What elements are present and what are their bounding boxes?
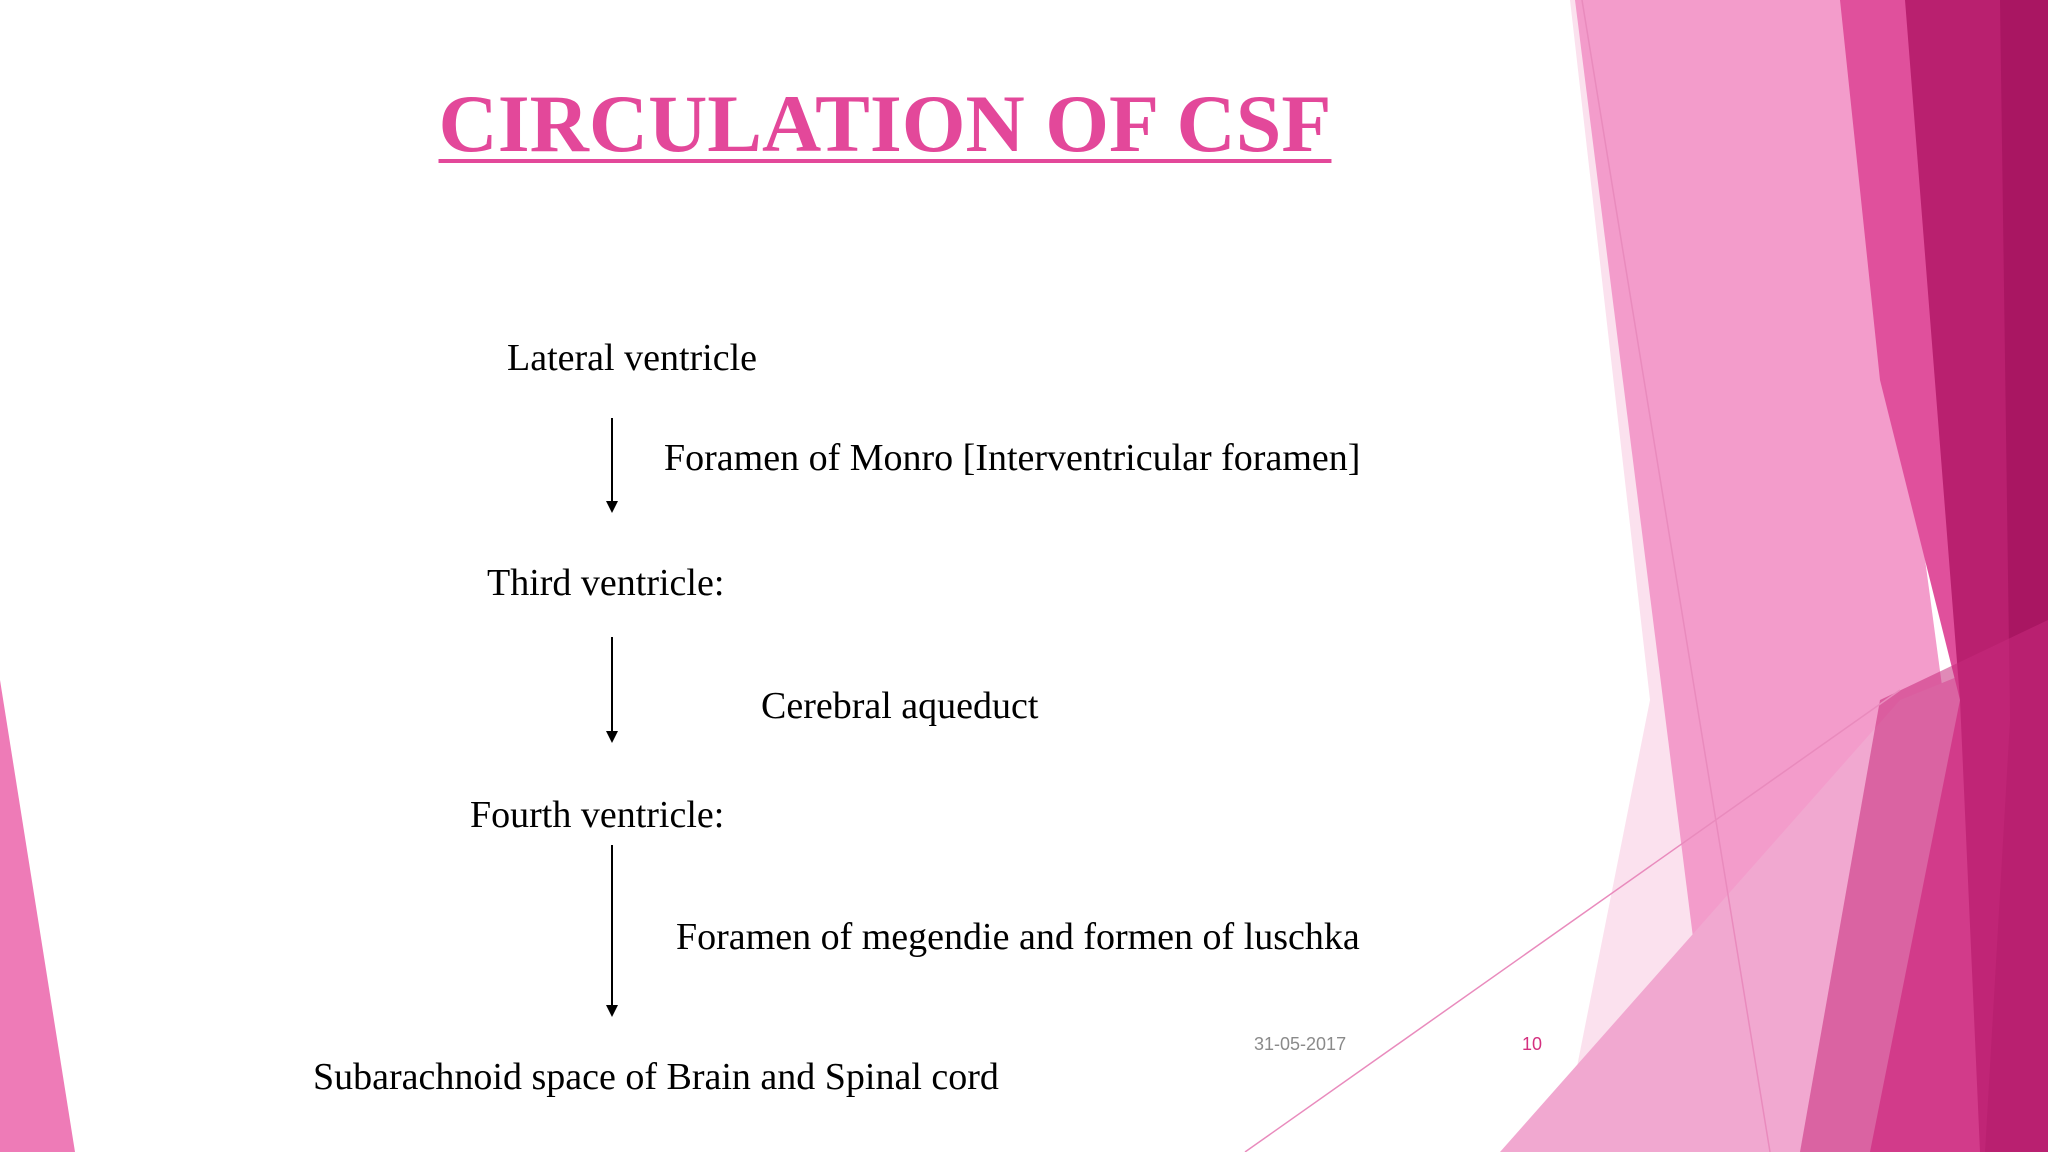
fourth-ventricle-label: Fourth ventricle: [470,794,725,836]
arrow-down-3 [606,845,618,1017]
slide-number: 10 [1522,1034,1543,1054]
footer-date: 31-05-2017 [1254,1034,1347,1054]
cerebral-aqueduct-label: Cerebral aqueduct [761,685,1039,727]
left-pink-triangle [0,680,75,1152]
right-magenta-band [1800,620,2048,1152]
thin-line-vertical [1581,0,1771,1152]
slide-title: CIRCULATION OF CSF [438,78,1332,169]
foramen-megendie-label: Foramen of megendie and formen of luschk… [676,916,1360,958]
thin-line-diagonal [1244,689,1901,1152]
arrow-down-1 [606,418,618,513]
third-ventricle-label: Third ventricle: [487,562,725,604]
lateral-ventricle-label: Lateral ventricle [507,337,758,379]
subarachnoid-space-label: Subarachnoid space of Brain and Spinal c… [313,1056,999,1098]
foramen-monro-label: Foramen of Monro [Interventricular foram… [664,437,1361,479]
arrow-down-2 [606,637,618,743]
